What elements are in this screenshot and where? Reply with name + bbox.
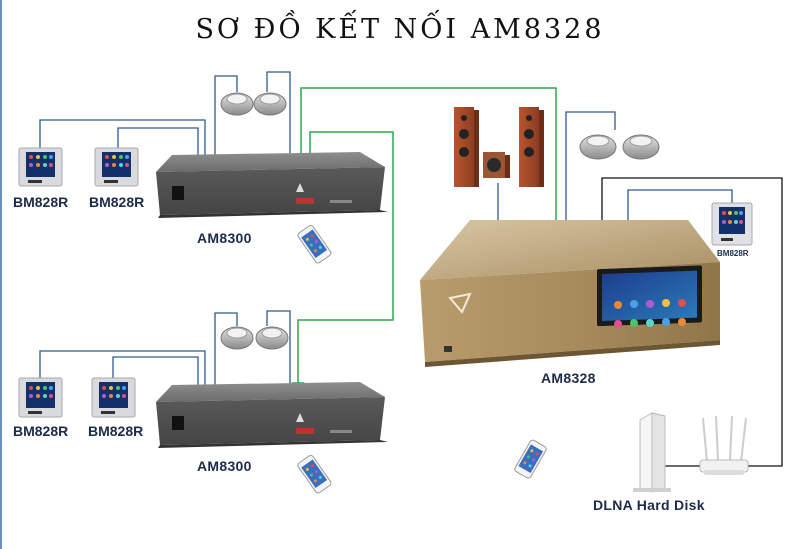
bm828r-panel-bottom-2 xyxy=(91,377,136,418)
ceiling-speaker xyxy=(255,326,289,350)
am8300-amplifier-top xyxy=(156,152,388,218)
wifi-router-icon xyxy=(699,415,749,475)
bm828r-label-small: BM828R xyxy=(717,249,749,258)
bm828r-label-bottom-2: BM828R xyxy=(88,423,144,439)
ceiling-speaker xyxy=(622,134,660,160)
subwoofer xyxy=(483,152,510,178)
diagram-title: SƠ ĐỒ KẾT NỐI AM8328 xyxy=(195,14,605,45)
am8300-amplifier-bottom xyxy=(156,382,388,448)
ceiling-speaker xyxy=(579,134,617,160)
signal-wiring xyxy=(39,71,733,385)
dlna-wiring xyxy=(601,177,783,467)
floor-speaker-right xyxy=(519,107,544,187)
ceiling-speaker xyxy=(220,326,254,350)
dlna-hard-disk-label: DLNA Hard Disk xyxy=(593,497,705,513)
smartphone-remote xyxy=(297,224,332,264)
bm828r-panel-small xyxy=(711,202,753,246)
bm828r-label-bottom-1: BM828R xyxy=(13,423,69,439)
bm828r-label-top-1: BM828R xyxy=(13,194,69,210)
floor-speaker-left xyxy=(454,107,479,187)
bm828r-panel-bottom-1 xyxy=(18,377,63,418)
ceiling-speaker xyxy=(253,92,287,116)
dlna-hard-disk xyxy=(633,412,671,493)
bm828r-label-top-2: BM828R xyxy=(89,194,145,210)
am8328-label: AM8328 xyxy=(541,370,596,386)
am8300-label-bottom: AM8300 xyxy=(197,458,252,474)
am8300-label-top: AM8300 xyxy=(197,230,252,246)
bm828r-panel-top-2 xyxy=(94,147,139,187)
am8328-main-amplifier xyxy=(420,220,720,367)
bm828r-panel-top-1 xyxy=(18,147,63,187)
smartphone-remote xyxy=(514,439,547,479)
ceiling-speaker xyxy=(220,92,254,116)
smartphone-remote xyxy=(297,454,332,494)
